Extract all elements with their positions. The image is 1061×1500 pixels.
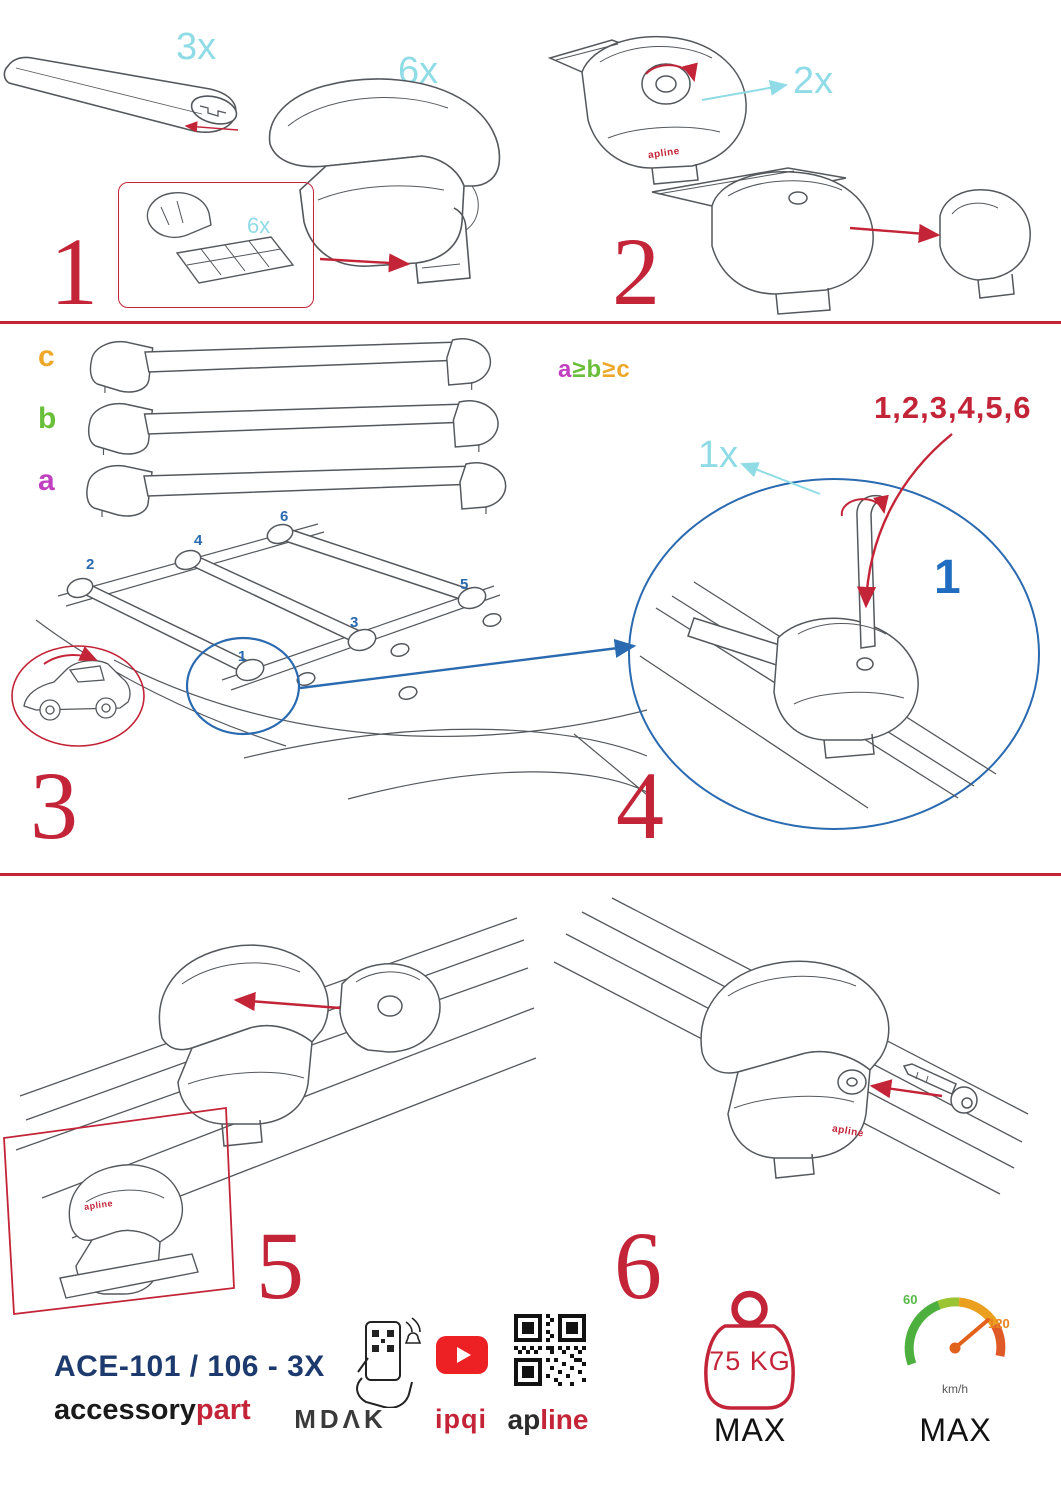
size-label-a: a: [38, 464, 55, 497]
speed-high-label: 120: [988, 1316, 1010, 1331]
weight-limit-value: 75 KG: [709, 1346, 791, 1376]
qr-code-icon: [514, 1314, 586, 1386]
product-code: ACE-101 / 106 - 3X: [54, 1350, 325, 1383]
first-position-callout: 1: [934, 551, 961, 604]
size-rule-text: a≥b≥c: [558, 356, 631, 384]
bar-quantity-label: 3x: [176, 26, 217, 68]
car-direction-illustration: [11, 645, 145, 747]
size-label-b: b: [38, 402, 57, 435]
section-divider-1: [0, 321, 1061, 324]
foot-base-detail-box: [3, 1106, 235, 1316]
foot-locking-illustration: [553, 897, 1029, 1195]
rule-ge1: ≥: [572, 356, 587, 383]
speed-low-label: 60: [903, 1292, 918, 1307]
lock-quantity-label: 2x: [793, 60, 834, 102]
size-label-c: c: [38, 340, 55, 373]
speedometer-icon: [904, 1297, 1006, 1366]
allen-key-tightening-illustration: [639, 494, 997, 809]
rule-a: a: [558, 356, 573, 383]
speed-max-label: MAX: [919, 1412, 992, 1448]
apline-logo: apline: [496, 1404, 600, 1436]
apline-ap: ap: [507, 1404, 541, 1435]
mdak-logo: MDΛK: [294, 1404, 387, 1434]
scan-phone-icon: [356, 1317, 422, 1408]
crossbar-a-illustration: [86, 462, 507, 517]
position-4-label: 4: [194, 532, 203, 549]
step-3-number: 3: [30, 752, 78, 859]
rubber-pad-illustration: [146, 192, 295, 284]
position-5-label: 5: [460, 576, 469, 593]
brand-accessory: accessory: [54, 1394, 196, 1426]
foot-endcap-illustration: [651, 167, 1031, 315]
pad-detail-box: 6x: [118, 182, 314, 308]
tightening-sequence-label: 1,2,3,4,5,6: [874, 390, 1032, 425]
rule-ge2: ≥: [602, 356, 617, 383]
speed-unit-label: km/h: [941, 1382, 968, 1396]
step-4-number: 4: [616, 752, 664, 859]
position-3-label: 3: [350, 614, 359, 631]
crossbar-illustration: [3, 56, 238, 133]
position-6-label: 6: [280, 508, 289, 525]
step-2-number: 2: [612, 218, 660, 325]
position-1-highlight-circle: [185, 636, 301, 736]
tool-quantity-label: 1x: [698, 434, 739, 476]
step-5-number: 5: [256, 1212, 304, 1319]
step-6-number: 6: [614, 1212, 662, 1319]
weight-limit-icon: [704, 1290, 795, 1410]
crossbar-c-illustration: [89, 338, 492, 393]
brand-logo: accessorypart: [54, 1394, 251, 1427]
crossbar-b-illustration: [87, 400, 499, 455]
rule-c: c: [616, 356, 631, 383]
section-divider-2: [0, 873, 1061, 876]
pad-quantity-label: 6x: [247, 213, 271, 238]
weight-max-label: MAX: [713, 1412, 787, 1448]
position-2-label: 2: [86, 556, 95, 573]
roof-mounting-illustration: [35, 523, 648, 800]
rule-b: b: [586, 356, 603, 383]
step-1-number: 1: [50, 218, 98, 325]
ipqi-logo: ipqi: [435, 1404, 487, 1434]
apline-line: line: [540, 1404, 589, 1435]
brand-part: part: [195, 1394, 251, 1426]
position-1-label: 1: [238, 648, 247, 665]
youtube-icon: [436, 1336, 488, 1374]
foot-illustration: [268, 78, 501, 284]
